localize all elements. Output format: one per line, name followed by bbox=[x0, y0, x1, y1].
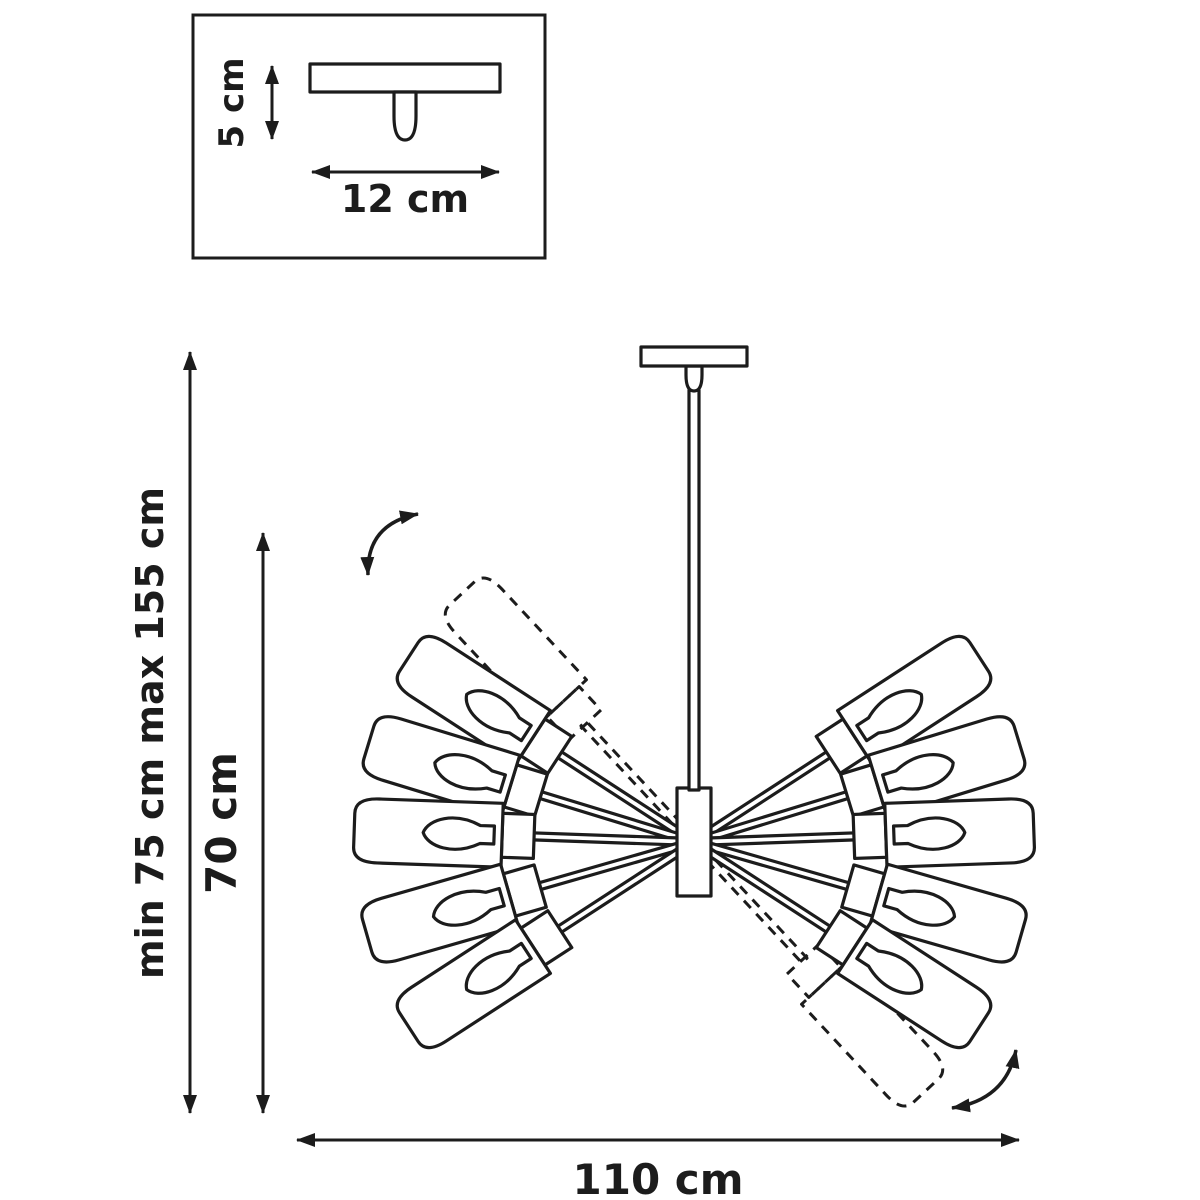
canopy-width-label: 12 cm bbox=[341, 177, 469, 221]
ceiling-connector bbox=[684, 364, 704, 393]
overall-height-label: min 75 cm max 155 cm bbox=[128, 487, 172, 979]
hanging-rod bbox=[687, 388, 701, 792]
canopy-plate bbox=[308, 62, 502, 94]
ceiling-plate bbox=[639, 345, 749, 368]
dimension-annotations: min 75 cm max 155 cm 70 cm 110 cm bbox=[128, 351, 1020, 1200]
canopy-height-label: 5 cm bbox=[212, 57, 252, 148]
rotation-arrow-upper-left bbox=[360, 510, 419, 576]
width-label: 110 cm bbox=[573, 1155, 744, 1200]
chandelier-drawing bbox=[351, 345, 1037, 1114]
rotation-arrow-lower-right bbox=[951, 1049, 1020, 1113]
canopy-detail-inset: 5 cm 12 cm bbox=[191, 13, 547, 260]
central-hub bbox=[675, 786, 713, 898]
inset-border bbox=[191, 13, 547, 260]
body-height-label: 70 cm bbox=[197, 752, 246, 894]
canopy-stem bbox=[392, 90, 418, 142]
